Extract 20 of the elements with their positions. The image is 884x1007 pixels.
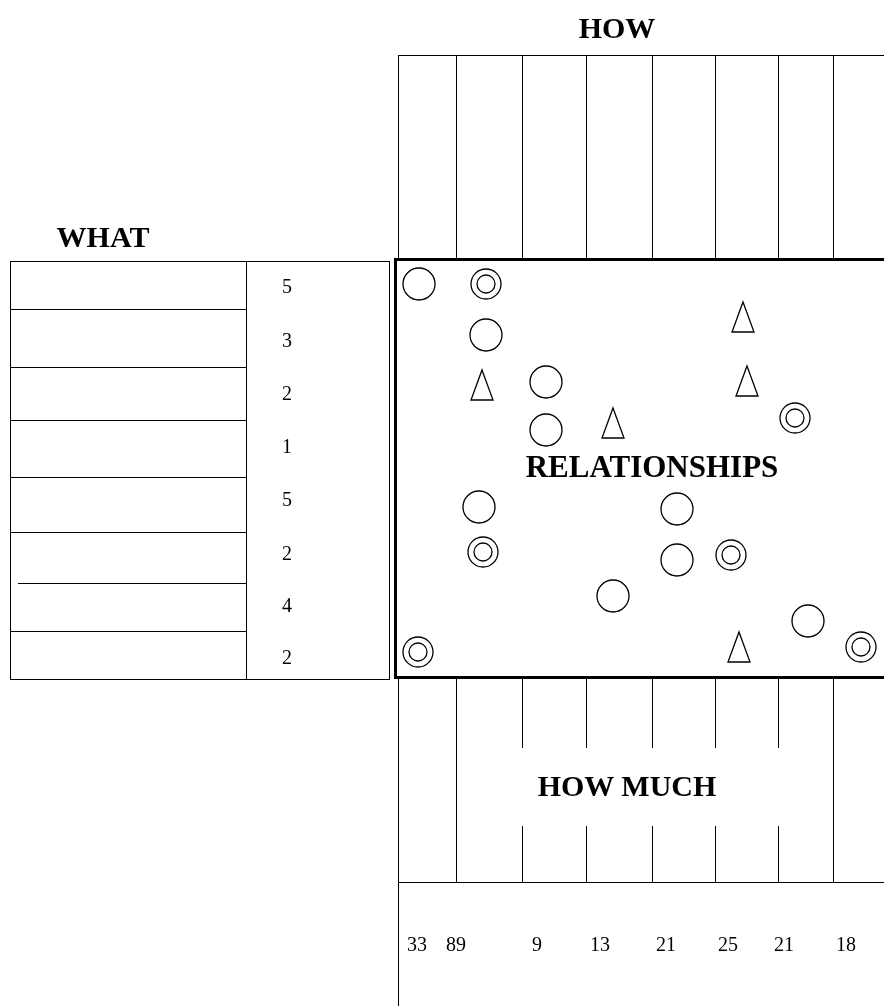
importance-value: 2 bbox=[282, 647, 292, 667]
column-total: 21 bbox=[656, 934, 676, 954]
section-heading: HOW MUCH bbox=[537, 771, 717, 801]
section-heading: HOW bbox=[578, 13, 656, 43]
importance-value: 2 bbox=[282, 383, 292, 403]
importance-value: 4 bbox=[282, 595, 292, 615]
section-heading: WHAT bbox=[56, 222, 150, 252]
importance-value: 1 bbox=[282, 436, 292, 456]
column-total: 33 bbox=[407, 934, 427, 954]
section-heading: RELATIONSHIPS bbox=[525, 450, 779, 482]
column-total: 21 bbox=[774, 934, 794, 954]
importance-value: 2 bbox=[282, 543, 292, 563]
importance-value: 3 bbox=[282, 330, 292, 350]
importance-value: 5 bbox=[282, 276, 292, 296]
importance-value: 5 bbox=[282, 489, 292, 509]
column-total: 25 bbox=[718, 934, 738, 954]
column-total: 89 bbox=[446, 934, 466, 954]
column-total: 18 bbox=[836, 934, 856, 954]
column-total: 9 bbox=[532, 934, 542, 954]
column-total: 13 bbox=[590, 934, 610, 954]
